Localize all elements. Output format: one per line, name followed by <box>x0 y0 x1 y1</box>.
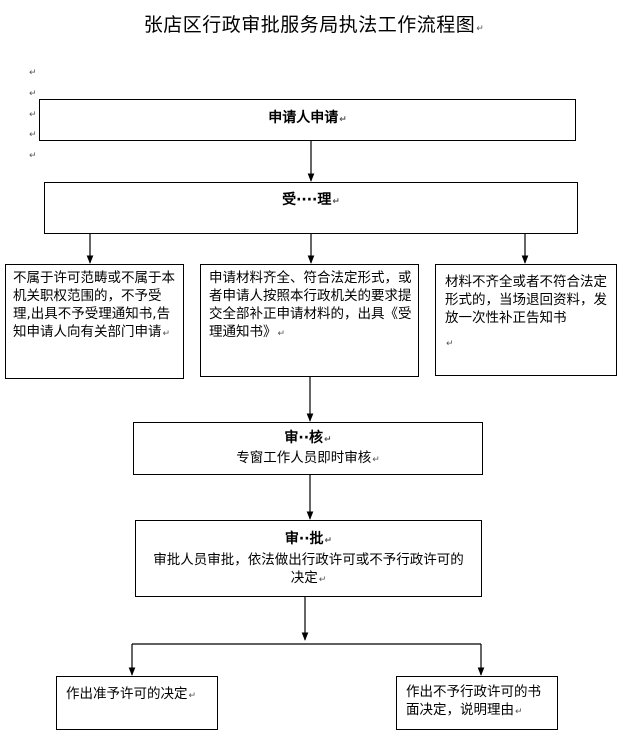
apply-label: 申请人申请 <box>268 110 339 126</box>
paragraph-mark: ↵ <box>29 110 37 120</box>
paragraph-mark: ↵ <box>29 130 37 140</box>
approve-text: 审批人员审批，依法做出行政许可或不予行政许可的决定↵ <box>153 552 464 586</box>
result-grant-text: 作出准予许可的决定↵ <box>66 686 197 702</box>
paragraph-mark: ↵ <box>29 89 37 99</box>
paragraph-mark: ↵ <box>446 339 454 349</box>
page-title: 张店区行政审批服务局执法工作流程图↵ <box>143 14 485 36</box>
branch-accept-box: 申请材料齐全、符合法定形式，或者申请人按照本行政机关的要求提交全部补正申请材料的… <box>200 264 419 377</box>
review-text: 专窗工作人员即时审核↵ <box>236 450 380 466</box>
review-label: 审··核 <box>284 430 324 446</box>
accept-label: 受····理 <box>282 192 332 208</box>
result-deny-text: 作出不予行政许可的书面决定，说明理由↵ <box>406 684 541 718</box>
review-box: 审··核↵ 专窗工作人员即时审核↵ <box>133 422 483 475</box>
result-grant-box: 作出准予许可的决定↵ <box>56 676 218 730</box>
paragraph-mark: ↵ <box>29 68 37 78</box>
accept-box: 受····理↵ <box>44 182 578 234</box>
paragraph-mark: ↵ <box>29 151 37 161</box>
approve-label: 审··批 <box>284 531 324 547</box>
branch-accept-text: 申请材料齐全、符合法定形式，或者申请人按照本行政机关的要求提交全部补正申请材料的… <box>209 270 412 340</box>
branch-supplement-box: 材料不齐全或者不符合法定形式的，当场退回资料，发放一次性补正告知书 ↵ <box>435 264 617 376</box>
branch-not-accept-text: 不属于许可范畴或不属于本机关职权范围的，不予受理,出具不予受理通知书,告知申请人… <box>13 270 175 340</box>
approve-box: 审··批↵ 审批人员审批，依法做出行政许可或不予行政许可的决定↵ <box>135 520 482 597</box>
branch-supplement-text: 材料不齐全或者不符合法定形式的，当场退回资料，发放一次性补正告知书 <box>445 274 607 326</box>
branch-not-accept-box: 不属于许可范畴或不属于本机关职权范围的，不予受理,出具不予受理通知书,告知申请人… <box>5 264 184 379</box>
result-deny-box: 作出不予行政许可的书面决定，说明理由↵ <box>396 676 558 730</box>
apply-box: 申请人申请↵ <box>39 99 576 141</box>
